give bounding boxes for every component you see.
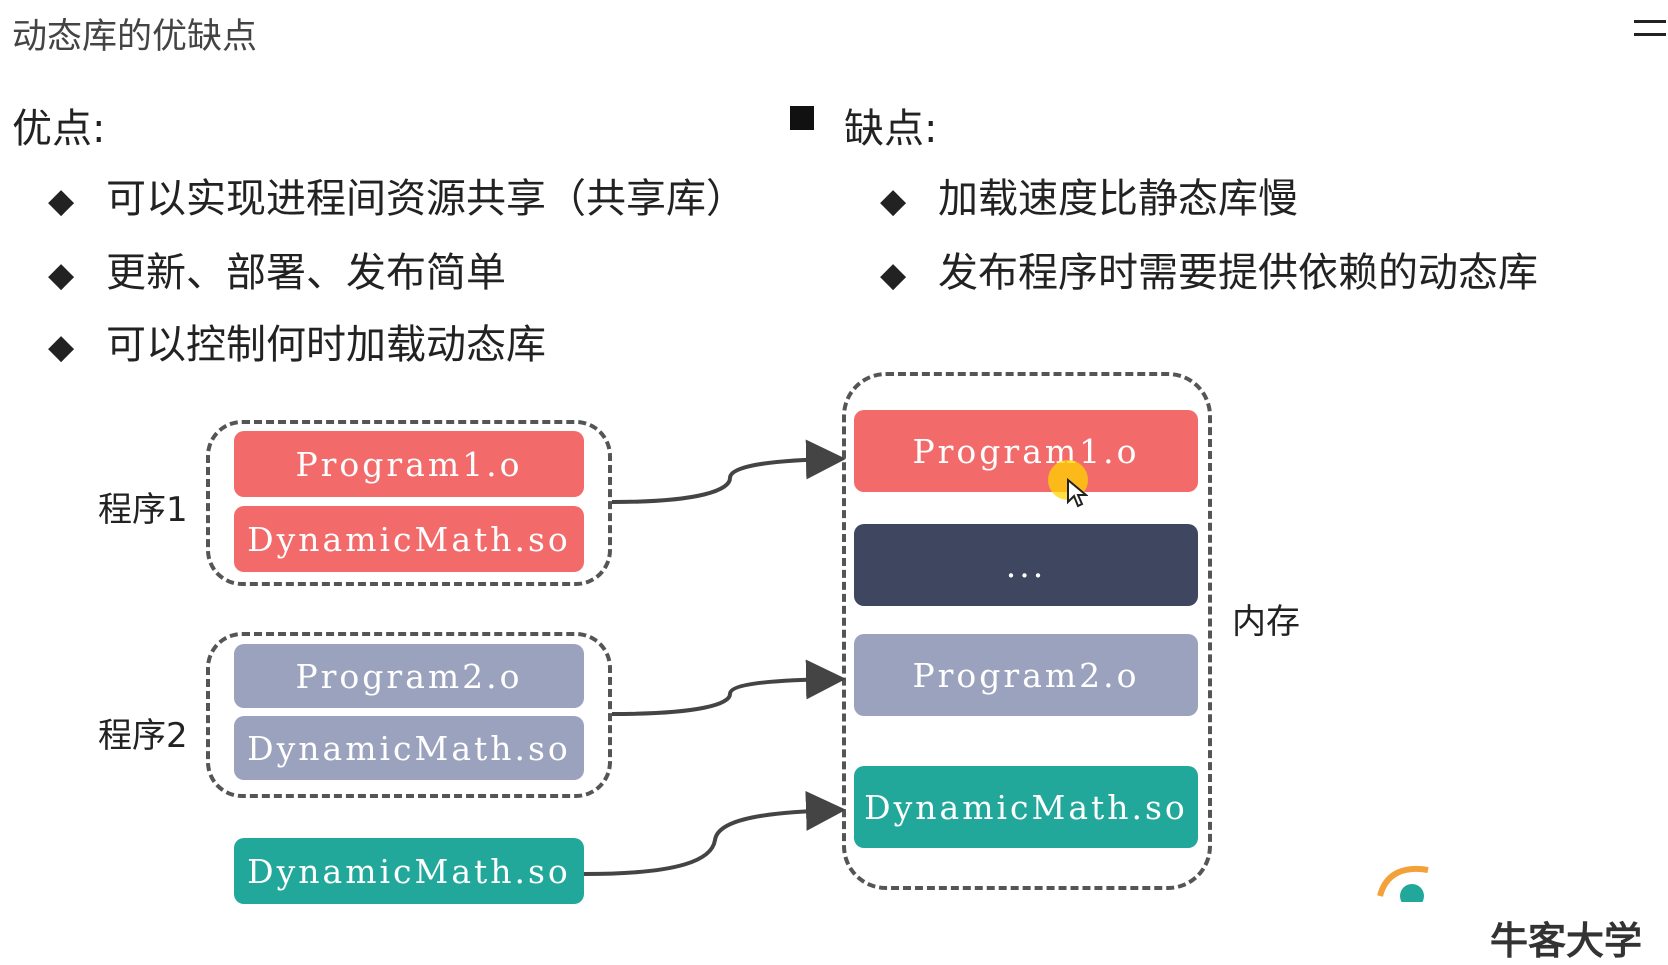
program2-box	[206, 632, 612, 798]
program1-box	[206, 420, 612, 586]
program1-label: 程序1	[98, 490, 188, 530]
page-title: 动态库的优缺点	[12, 17, 258, 57]
program2-label: 程序2	[98, 716, 188, 756]
diamond-bullet-icon: ◆	[48, 181, 75, 221]
program1-object-block: Program1.o	[234, 431, 584, 497]
diamond-bullet-icon: ◆	[880, 181, 907, 221]
shared-dynamic-lib-block: DynamicMath.so	[234, 838, 584, 904]
cons-item: ◆加载速度比静态库慢	[880, 176, 1298, 222]
arrow-program2	[611, 659, 846, 716]
pros-item: ◆更新、部署、发布简单	[48, 250, 506, 296]
memory-program1-block: Program1.o	[854, 410, 1198, 492]
logo-icon	[1377, 865, 1429, 902]
memory-dynamic-lib-block: DynamicMath.so	[854, 766, 1198, 848]
logo-text: 牛客大学	[1490, 919, 1643, 963]
program1-dynamic-lib-block: DynamicMath.so	[234, 506, 584, 572]
pros-item: ◆可以控制何时加载动态库	[48, 322, 546, 368]
square-bullet-icon	[790, 106, 814, 130]
pros-heading: 优点:	[12, 106, 106, 152]
menu-icon[interactable]	[1634, 20, 1666, 46]
arrow-program1	[611, 439, 846, 504]
mouse-pointer-icon	[1067, 478, 1088, 508]
diamond-bullet-icon: ◆	[48, 255, 75, 295]
pros-item: ◆可以实现进程间资源共享（共享库）	[48, 176, 746, 222]
arrow-shared-lib	[583, 790, 846, 876]
memory-program2-block: Program2.o	[854, 634, 1198, 716]
diamond-bullet-icon: ◆	[880, 255, 907, 295]
memory-ellipsis-block: ...	[854, 524, 1198, 606]
cons-item: ◆发布程序时需要提供依赖的动态库	[880, 250, 1538, 296]
memory-label: 内存	[1232, 602, 1300, 642]
program2-dynamic-lib-block: DynamicMath.so	[234, 716, 584, 780]
cons-heading: 缺点:	[844, 106, 938, 152]
diamond-bullet-icon: ◆	[48, 327, 75, 367]
program2-object-block: Program2.o	[234, 644, 584, 708]
memory-box	[842, 372, 1212, 890]
